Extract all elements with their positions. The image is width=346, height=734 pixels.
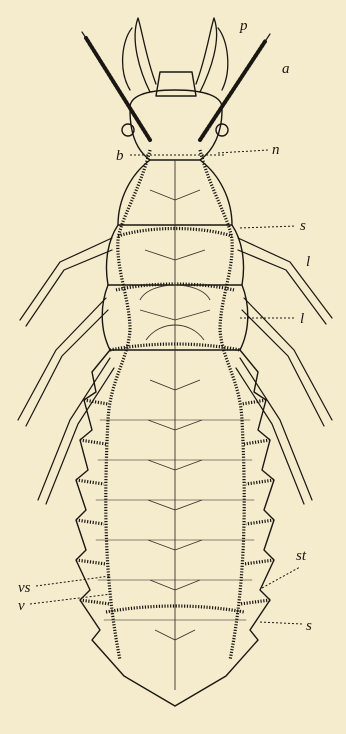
head	[122, 72, 228, 160]
label-l-leg: l	[306, 254, 310, 270]
label-l-trachea: l	[300, 311, 304, 327]
antennae	[82, 32, 270, 140]
palps	[123, 18, 228, 92]
label-st: st	[296, 548, 307, 564]
label-v: v	[18, 598, 25, 614]
leader-lines	[30, 150, 302, 624]
label-s-lower: s	[306, 618, 312, 634]
label-b: b	[116, 148, 124, 164]
label-p: p	[239, 18, 248, 34]
nerve-cord	[140, 160, 210, 690]
label-n: n	[272, 142, 280, 158]
label-vs: vs	[18, 580, 31, 596]
label-s-upper: s	[300, 218, 306, 234]
label-a: a	[282, 61, 290, 77]
